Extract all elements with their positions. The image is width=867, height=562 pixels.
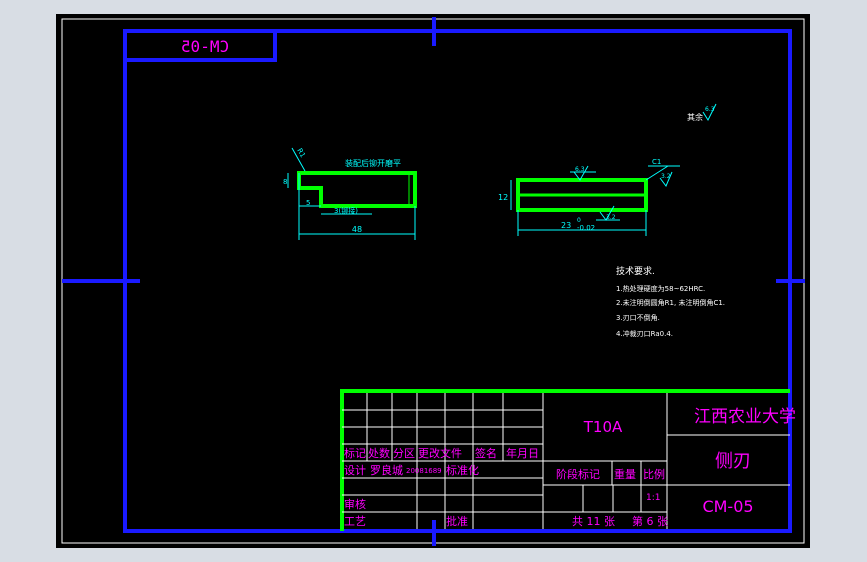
sheet-number: 第 6 张 <box>632 514 668 528</box>
student-id: 20081689 <box>406 467 442 475</box>
header-change-doc: 更改文件 <box>418 446 462 460</box>
rough-bottom-value: 3.2 <box>606 214 616 221</box>
side-view: 12 23 0 -0.02 6.3 C1 3.2 3.2 <box>498 158 680 236</box>
scale-label: 比例 <box>643 467 665 481</box>
designer-name: 罗良城 <box>370 463 403 477</box>
chamfer-label: R1 <box>295 147 307 159</box>
review-label: 审核 <box>344 497 366 511</box>
rough-right-value: 3.2 <box>661 173 671 180</box>
roughness-symbol-icon <box>702 103 717 122</box>
front-view: 48 3(铆接) 5 8 R1 装配后铆开磨平 <box>283 147 417 240</box>
chamfer-leader <box>291 147 306 172</box>
tech-item-4: 4.冲裁刃口Ra0.4. <box>616 329 673 338</box>
mirrored-drawing-number: CM-05 <box>181 37 229 56</box>
side-dim-width: 23 <box>561 221 571 230</box>
stage-mark-label: 阶段标记 <box>556 467 600 481</box>
tech-requirements: 技术要求. 1.热处理硬度为58~62HRC. 2.未注明倒圆角R1, 未注明倒… <box>616 265 725 338</box>
material: T10A <box>583 418 623 436</box>
title-block-outline <box>340 389 790 531</box>
weight-label: 重量 <box>614 467 636 481</box>
header-zone: 分区 <box>393 447 415 460</box>
surface-note: 其余 <box>687 112 703 122</box>
mirrored-number-box <box>123 29 277 62</box>
school-name: 江西农业大学 <box>694 407 796 427</box>
side-tol-upper: 0 <box>577 217 581 224</box>
header-mark: 标记 <box>344 446 366 460</box>
header-count: 处数 <box>368 447 390 460</box>
side-chamfer: C1 <box>652 158 661 166</box>
side-tol-lower: -0.02 <box>577 224 595 232</box>
title-block: T10A 江西农业大学 侧刃 CM-05 标记 处数 分区 更改文件 签名 年月… <box>340 389 796 531</box>
roughness-top-icon <box>573 165 589 181</box>
tech-item-1: 1.热处理硬度为58~62HRC. <box>616 284 705 293</box>
roughness-right-icon <box>659 171 673 187</box>
scale-value: 1:1 <box>646 493 660 503</box>
tech-item-2: 2.未注明倒圆角R1, 未注明倒角C1. <box>616 298 725 307</box>
side-dim-height: 12 <box>498 193 508 202</box>
process-label: 工艺 <box>344 515 366 528</box>
c1-leader <box>645 165 669 181</box>
sheets-total: 共 11 张 <box>572 515 615 528</box>
approve-label: 批准 <box>446 514 468 528</box>
standardize-label: 标准化 <box>446 463 479 477</box>
surface-value: 6.3 <box>705 106 715 113</box>
drawing-paper <box>56 14 810 548</box>
header-sign: 签名 <box>475 446 497 460</box>
tech-title: 技术要求. <box>616 265 655 277</box>
dim-step: 5 <box>306 199 310 207</box>
drawing-number: CM-05 <box>702 497 753 516</box>
title-block-grid <box>342 393 790 529</box>
rough-top-value: 6.3 <box>575 166 585 173</box>
dim-height: 8 <box>283 178 287 186</box>
header-date: 年月日 <box>506 446 539 460</box>
dim-thread: 3(铆接) <box>334 206 358 215</box>
tech-item-3: 3.刃口不倒角. <box>616 313 660 322</box>
part-name: 侧刃 <box>715 451 751 472</box>
assembly-note: 装配后铆开磨平 <box>345 158 401 168</box>
design-label: 设计 <box>344 464 366 477</box>
dim-length: 48 <box>352 225 362 234</box>
